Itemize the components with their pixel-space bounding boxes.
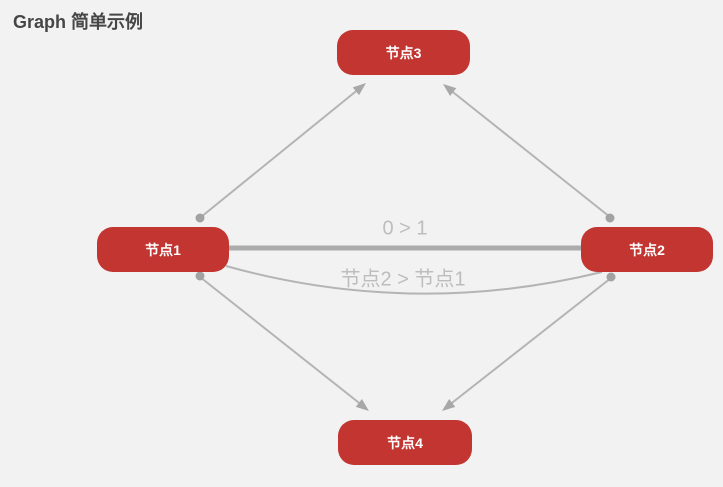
graph-node-node4[interactable]: 节点4 [338, 420, 472, 465]
edge-label-node1-node2: 0 > 1 [382, 217, 428, 240]
arrowhead-icon [443, 84, 457, 97]
arrowhead-icon [355, 399, 369, 411]
edge-source-dot [605, 213, 615, 223]
arrowhead-icon [352, 83, 366, 96]
edge-node1-node3[interactable] [200, 87, 361, 218]
node-label: 节点1 [145, 241, 181, 258]
graph-node-node3[interactable]: 节点3 [337, 30, 470, 75]
edge-source-dot [195, 213, 205, 223]
edge-node2-node3[interactable] [448, 88, 611, 218]
node-label: 节点4 [387, 434, 423, 451]
chart-title: Graph 简单示例 [13, 12, 144, 32]
node-label: 节点3 [385, 44, 422, 61]
edge-node2-node1-curved[interactable] [225, 265, 603, 295]
arrowhead-icon [442, 399, 456, 411]
edge-node2-node4[interactable] [447, 277, 612, 407]
node-label: 节点2 [629, 241, 665, 258]
edge-source-dot [195, 271, 205, 281]
edge-node1-node4[interactable] [199, 276, 364, 407]
edge-label-node2-node1: 节点2 > 节点1 [340, 268, 466, 291]
graph-node-node1[interactable]: 节点1 [97, 227, 229, 272]
graph-node-node2[interactable]: 节点2 [581, 227, 713, 272]
edge-source-dot [606, 272, 616, 282]
